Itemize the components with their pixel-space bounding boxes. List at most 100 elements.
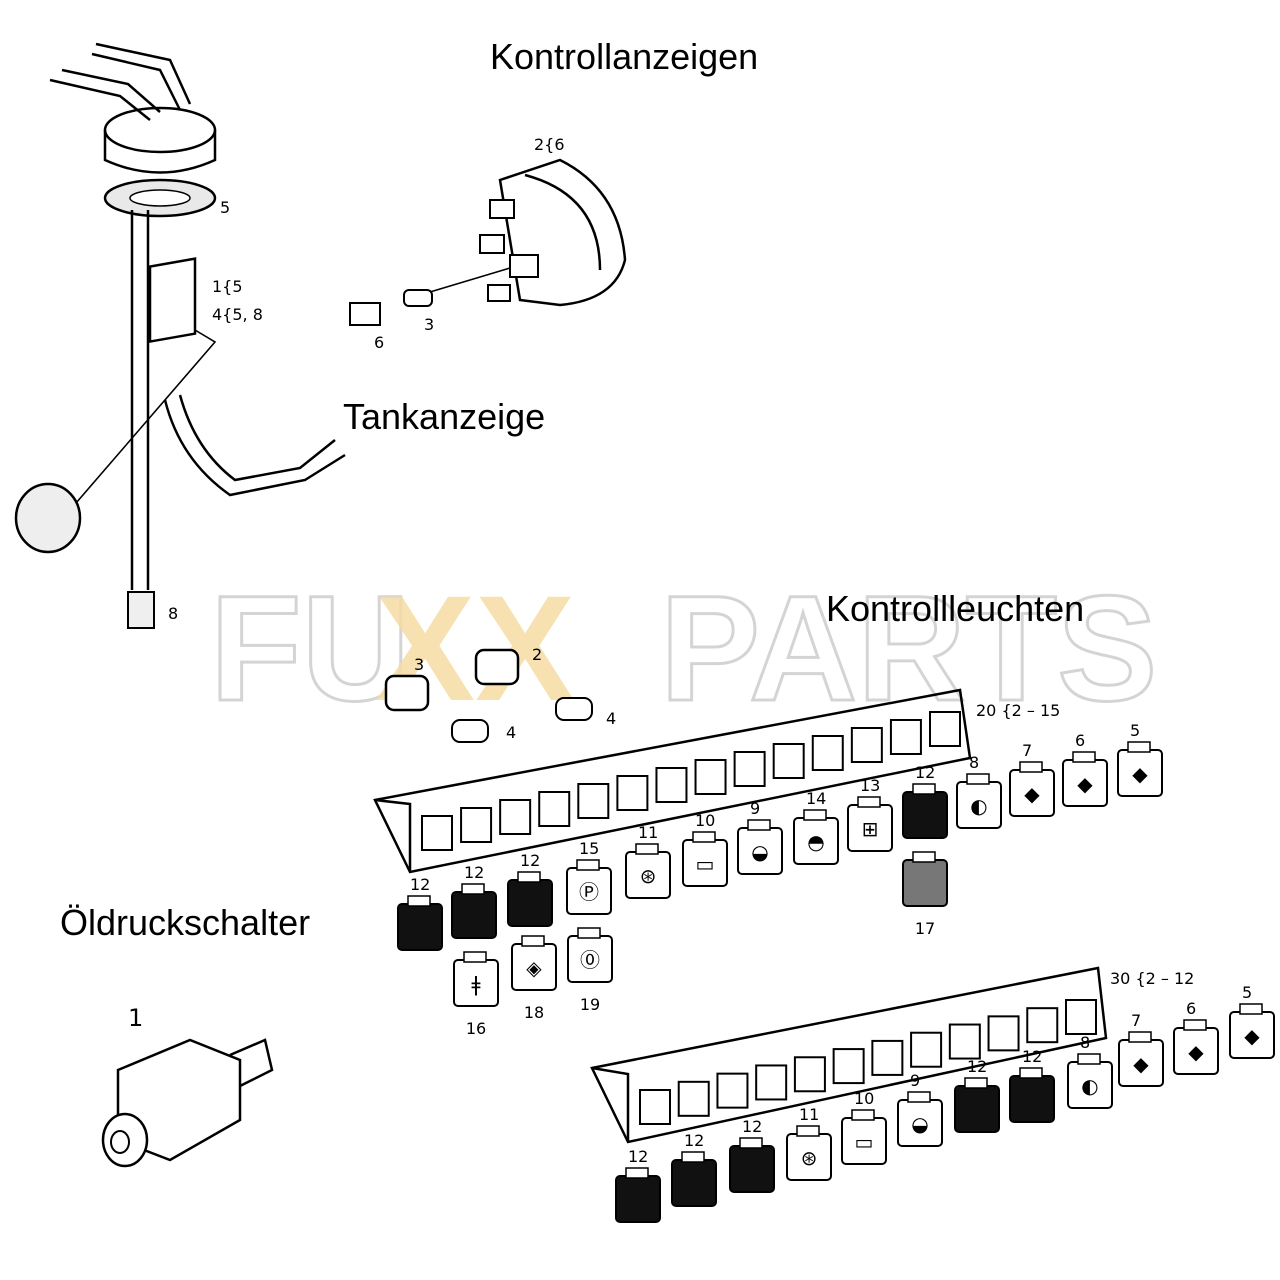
panel-window bbox=[871, 1039, 904, 1076]
warning-cap-symbol: ◈ bbox=[526, 956, 542, 980]
warning-cap-symbol: ◐ bbox=[1081, 1074, 1098, 1098]
gauge-bulb-holder bbox=[509, 254, 539, 278]
panel-window bbox=[948, 1023, 981, 1060]
warning-cap-number: 13 bbox=[860, 776, 880, 795]
warning-cap-symbol: ◆ bbox=[1024, 782, 1040, 806]
warning-cap-number: 9 bbox=[750, 799, 760, 818]
gauge-bulb bbox=[403, 289, 433, 307]
panel-window bbox=[755, 1064, 788, 1101]
warning-cap-tab bbox=[966, 773, 990, 785]
warning-cap-number: 12 bbox=[520, 851, 540, 870]
warning-cap-body bbox=[902, 859, 948, 907]
lower-panel-windows bbox=[639, 999, 1097, 1125]
sender-pipe-bend bbox=[49, 68, 161, 121]
warning-cap-symbol: ⊛ bbox=[801, 1146, 818, 1170]
upper-panel-windows bbox=[421, 711, 961, 851]
panel-window bbox=[929, 711, 961, 747]
warning-cap-number: 12 bbox=[684, 1131, 704, 1150]
callout-gauge-bulb: 3 bbox=[424, 315, 434, 334]
gauge-terminal-c bbox=[487, 284, 511, 302]
warning-cap-11: ⊛11 bbox=[786, 1105, 832, 1181]
warning-cap-tab bbox=[912, 783, 936, 795]
warning-cap-tab bbox=[463, 951, 487, 963]
callout-lamp-3: 3 bbox=[414, 655, 424, 674]
warning-cap-tab bbox=[1019, 761, 1043, 773]
callout-sender-5: 5 bbox=[220, 198, 230, 217]
warning-cap-tab bbox=[1239, 1003, 1263, 1015]
warning-cap-number: 12 bbox=[628, 1147, 648, 1166]
gauge-rim bbox=[524, 173, 602, 271]
sender-tube bbox=[130, 210, 150, 590]
warning-cap-symbol: ◆ bbox=[1188, 1040, 1204, 1064]
warning-cap-number: 12 bbox=[967, 1057, 987, 1076]
panel-window bbox=[677, 1080, 710, 1117]
warning-cap-tab bbox=[577, 927, 601, 939]
switch-port bbox=[110, 1130, 130, 1154]
warning-cap-number: 11 bbox=[638, 823, 658, 842]
warning-cap-5: ◆5 bbox=[1229, 983, 1275, 1059]
warning-cap-tab bbox=[1128, 1031, 1152, 1043]
warning-cap-symbol: ◆ bbox=[1132, 762, 1148, 786]
warning-cap-tab bbox=[739, 1137, 763, 1149]
warning-cap-12: 12 bbox=[451, 863, 497, 939]
warning-cap-10: ▭ 10 bbox=[841, 1089, 887, 1165]
warning-cap-number: 9 bbox=[910, 1071, 920, 1090]
warning-cap-number: 10 bbox=[854, 1089, 874, 1108]
warning-cap-tab bbox=[857, 796, 881, 808]
warning-cap-number: 12 bbox=[410, 875, 430, 894]
panel-window bbox=[1065, 999, 1097, 1035]
gauge-leader bbox=[429, 267, 511, 293]
warning-cap-7: ◆7 bbox=[1009, 741, 1055, 817]
warning-cap-11: ⊛ 11 bbox=[625, 823, 671, 899]
panel-window bbox=[639, 1089, 671, 1125]
warning-cap-tab bbox=[1072, 751, 1096, 763]
warning-cap-number: 15 bbox=[579, 839, 599, 858]
panel-window bbox=[421, 815, 453, 851]
warning-cap-9: ◒9 bbox=[737, 799, 783, 875]
warning-cap-number: 17 bbox=[915, 919, 935, 938]
warning-cap-tab bbox=[407, 895, 431, 907]
warning-cap-body bbox=[902, 791, 948, 839]
callout-panel-upper: 20 {2 – 15 bbox=[976, 701, 1060, 720]
warning-cap-symbol: ⊛ bbox=[640, 864, 657, 888]
warning-cap-symbol: ǂ bbox=[471, 972, 481, 996]
panel-window bbox=[889, 719, 922, 755]
lower-panel-frame bbox=[590, 966, 1108, 1144]
sender-pipe-top bbox=[91, 42, 192, 111]
gauge-instrument: 2{6 3 6 bbox=[349, 135, 627, 352]
warning-cap-number: 8 bbox=[969, 753, 979, 772]
gauge-housing bbox=[498, 158, 627, 307]
title-tankanzeige: Tankanzeige bbox=[343, 396, 546, 437]
warning-cap-body bbox=[451, 891, 497, 939]
warning-cap-tab bbox=[625, 1167, 649, 1179]
warning-cap-tab bbox=[907, 1091, 931, 1103]
warning-cap-symbol: ◆ bbox=[1133, 1052, 1149, 1076]
warning-cap-8: ◐8 bbox=[1067, 1033, 1113, 1109]
warning-cap-tab bbox=[521, 935, 545, 947]
upper-panel-side bbox=[374, 798, 412, 872]
warning-cap-8: ◐8 bbox=[956, 753, 1002, 829]
sender-gasket-hole bbox=[129, 189, 191, 207]
sender-head bbox=[103, 106, 217, 154]
warning-cap-tab bbox=[576, 859, 600, 871]
title-oeldruckschalter: Öldruckschalter bbox=[60, 902, 311, 943]
panel-window bbox=[793, 1056, 826, 1093]
warning-cap-12: 12 bbox=[615, 1147, 661, 1223]
warning-cap-tab bbox=[681, 1151, 705, 1163]
warning-cap-number: 10 bbox=[695, 811, 715, 830]
warning-cap-number: 5 bbox=[1130, 721, 1140, 740]
warning-cap-body bbox=[1009, 1075, 1055, 1123]
watermark-right: PARTS bbox=[660, 564, 1157, 732]
lamp-bulb-4a bbox=[451, 719, 489, 743]
warning-cap-body bbox=[954, 1085, 1000, 1133]
warning-cap-body bbox=[507, 879, 553, 927]
warning-cap-symbol: ◆ bbox=[1077, 772, 1093, 796]
warning-cap-tab bbox=[1077, 1053, 1101, 1065]
warning-cap-6: ◆6 bbox=[1173, 999, 1219, 1075]
warning-cap-symbol: ◒ bbox=[751, 840, 768, 864]
warning-cap-symbol: ▭ bbox=[855, 1130, 874, 1154]
